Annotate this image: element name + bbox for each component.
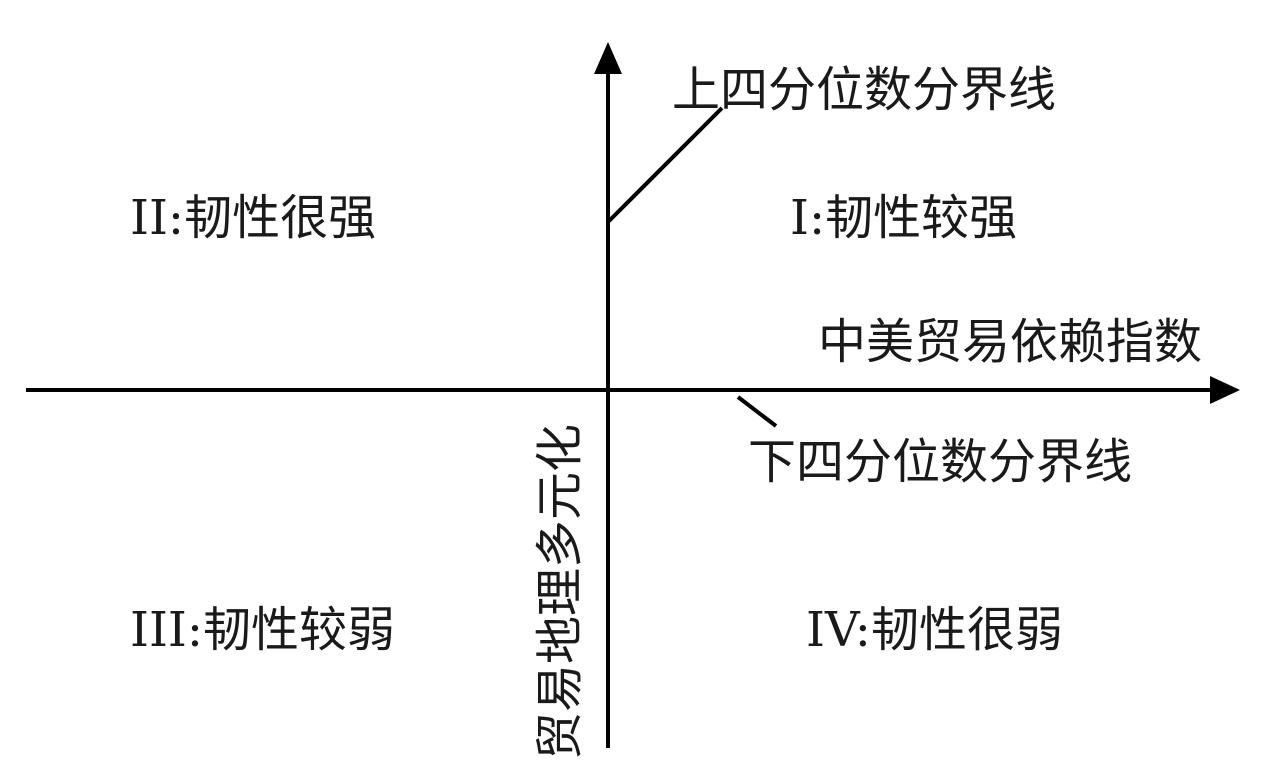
y-axis-label: 贸易地理多元化 xyxy=(532,423,588,760)
quadrant-4-label: IV:韧性很弱 xyxy=(806,602,1063,658)
upper-quartile-label: 上四分位数分界线 xyxy=(672,62,1057,118)
quadrant-1-label: I:韧性较强 xyxy=(790,190,1018,246)
x-axis-label: 中美贸易依赖指数 xyxy=(818,314,1203,370)
quadrant-2-label: II:韧性很强 xyxy=(130,190,377,246)
y-axis-arrow-icon xyxy=(594,42,622,74)
lower-quartile-leader xyxy=(736,395,778,428)
upper-quartile-leader xyxy=(606,106,724,224)
lower-quartile-label: 下四分位数分界线 xyxy=(748,434,1133,490)
x-axis-arrow-icon xyxy=(1210,376,1240,404)
quadrant-3-label: III:韧性较弱 xyxy=(130,602,396,658)
